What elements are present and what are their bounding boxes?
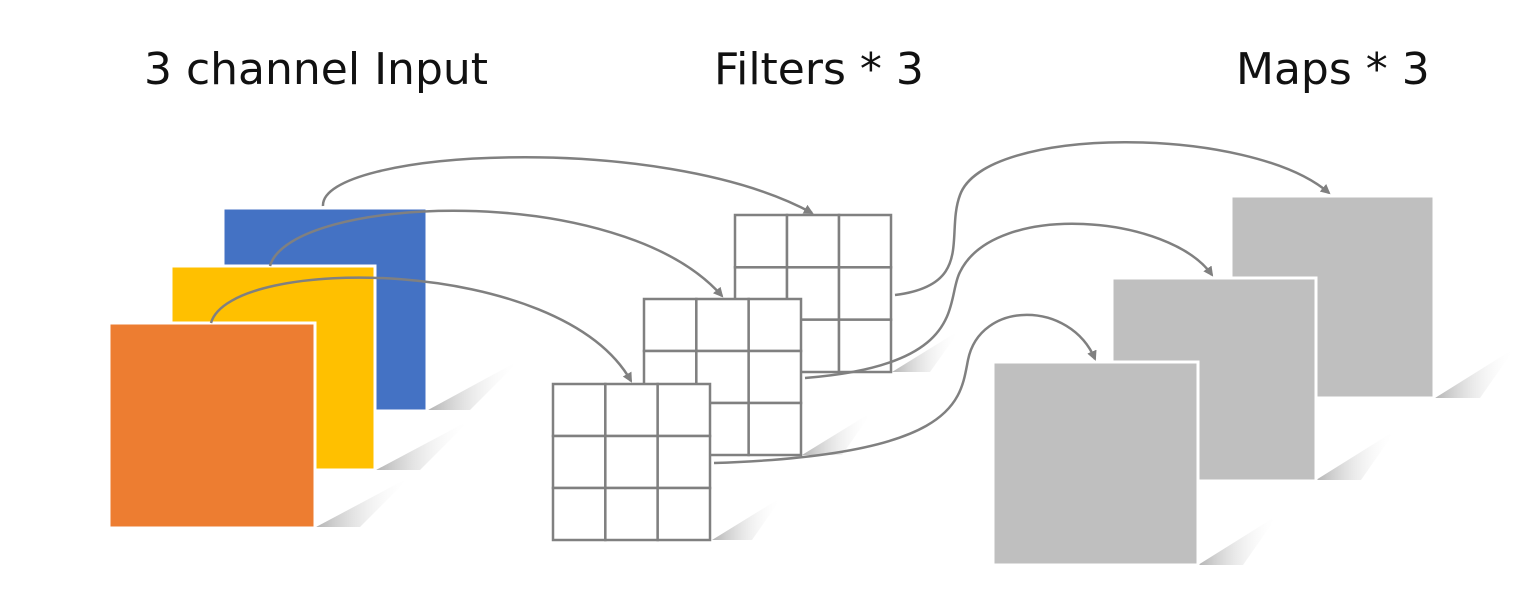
filter-front-cell: [604, 382, 659, 438]
maps-heading: Maps * 3: [1236, 44, 1430, 95]
filter-front-cell: [551, 486, 607, 542]
arrow-filter-mid-to-map: [804, 222, 1214, 380]
shadow-blue: [428, 360, 520, 410]
shadow-map-front: [1198, 515, 1278, 565]
shadow-filter-back: [892, 330, 960, 372]
filter-mid-cell: [747, 297, 803, 353]
filter-front-cell: [656, 434, 712, 490]
filter-mid-cell: [642, 297, 698, 353]
arrow-filter-front-to-map: [713, 313, 1097, 465]
shadow-filter-front: [712, 497, 782, 540]
arrow-yellow-to-filter: [268, 209, 724, 298]
shadow-orange: [316, 477, 410, 527]
arrow-orange-to-filter: [209, 276, 633, 383]
input-heading: 3 channel Input: [144, 44, 489, 95]
shadow-yellow: [376, 420, 470, 470]
filter-front-cell: [656, 382, 712, 438]
filter-back-cell: [733, 213, 789, 269]
shadow-filter-mid: [802, 412, 872, 455]
arrow-filter-back-to-map: [894, 141, 1331, 297]
input-to-filter-arrows: [209, 156, 814, 383]
map-front: [991, 360, 1200, 567]
filter-back-cell: [837, 318, 893, 374]
filter-front-cell: [551, 382, 607, 438]
arrow-blue-to-filter: [321, 156, 814, 215]
filter-front: [551, 382, 712, 542]
filter-front-cell: [656, 486, 712, 542]
filter-front-cell: [551, 434, 607, 490]
filter-to-map-arrows: [713, 141, 1331, 465]
shadow-map-mid: [1316, 430, 1396, 480]
shadows: [316, 330, 1515, 565]
filter-front-cell: [604, 434, 659, 490]
channel-orange: [107, 321, 317, 530]
filters-heading: Filters * 3: [714, 44, 924, 95]
filter-back-cell: [785, 213, 841, 269]
filter-mid-cell: [747, 401, 803, 457]
filter-back-cell: [837, 266, 893, 321]
filter-back-cell: [837, 213, 893, 269]
filter-front-cell: [604, 486, 659, 542]
filter-mid-cell: [695, 297, 750, 353]
filter-grids: [551, 213, 893, 542]
shadow-map-back: [1435, 348, 1515, 398]
filter-mid-cell: [747, 349, 803, 405]
